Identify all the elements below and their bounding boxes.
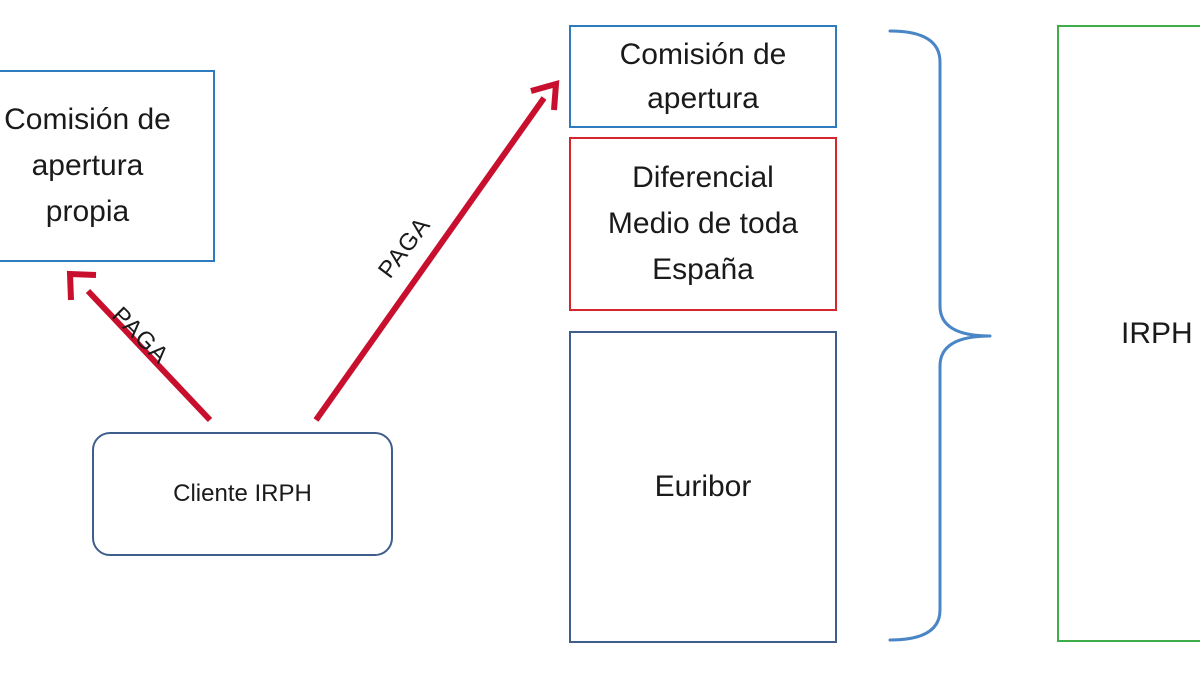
comision-apertura-propia-box: Comisión de apertura propia: [0, 70, 215, 262]
comision-apertura-box: Comisión de apertura: [569, 25, 837, 128]
comision-line-1: Comisión de: [619, 37, 787, 71]
euribor-box: Euribor: [569, 331, 837, 643]
arrowhead-propia: [66, 270, 97, 301]
diferencial-line-3: España: [652, 253, 754, 286]
irph-label: IRPH: [1121, 316, 1193, 350]
comision-line-2: apertura: [647, 81, 759, 115]
curly-brace: [888, 29, 992, 642]
cliente-irph-box: Cliente IRPH: [92, 432, 393, 556]
propia-line-3: propia: [45, 195, 130, 228]
diferencial-box: Diferencial Medio de toda España: [569, 137, 837, 311]
propia-line-2: apertura: [31, 149, 144, 182]
irph-box: IRPH: [1057, 25, 1200, 642]
cliente-label: Cliente IRPH: [173, 480, 312, 507]
propia-line-1: Comisión de: [4, 103, 171, 136]
euribor-label: Euribor: [654, 470, 752, 503]
diferencial-line-1: Diferencial: [632, 161, 774, 194]
arrowhead-comision: [530, 79, 560, 111]
diferencial-line-2: Medio de toda: [607, 207, 799, 240]
paga-arrow-to-propia: [85, 288, 213, 423]
paga-arrow-to-comision: [313, 96, 547, 422]
